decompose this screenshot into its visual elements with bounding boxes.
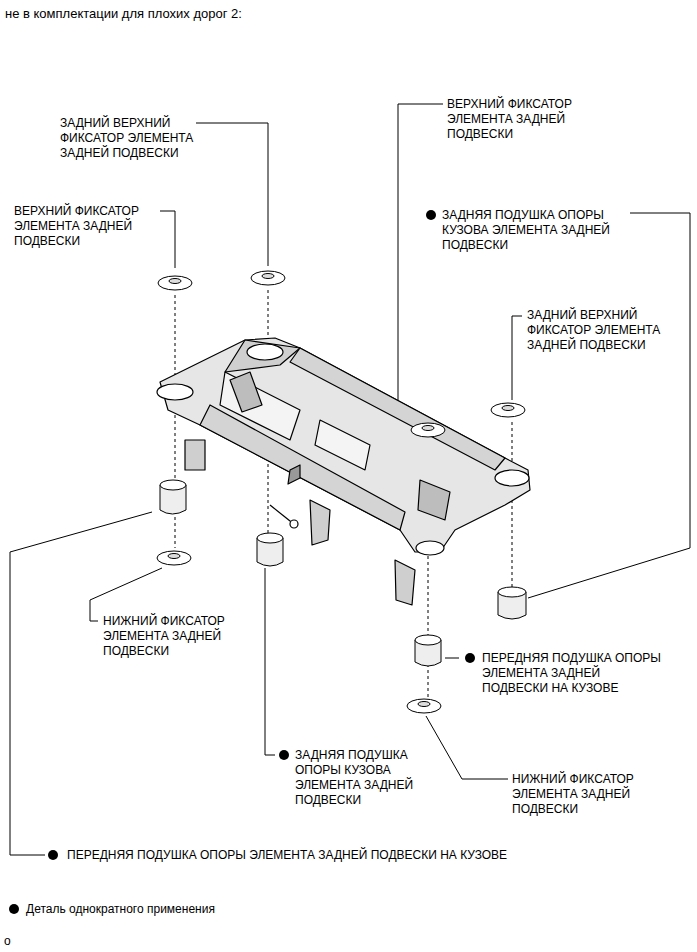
single-use-marks: [9, 210, 475, 914]
part-label: ВЕРХНИЙ ФИКСАТОР ЭЛЕМЕНТА ЗАДНЕЙ ПОДВЕСК…: [447, 97, 597, 142]
leader-lines: [10, 104, 690, 855]
part-label: ВЕРХНИЙ ФИКСАТОР ЭЛЕМЕНТА ЗАДНЕЙ ПОДВЕСК…: [14, 204, 159, 249]
legend-text: Деталь однократного применения: [26, 902, 326, 917]
part-label: НИЖНИЙ ФИКСАТОР ЭЛЕМЕНТА ЗАДНЕЙ ПОДВЕСКИ: [512, 772, 682, 817]
page-mark: o: [4, 934, 24, 949]
part-label: ЗАДНЯЯ ПОДУШКА ОПОРЫ КУЗОВА ЭЛЕМЕНТА ЗАД…: [295, 748, 445, 808]
part-label: ЗАДНЯЯ ПОДУШКА ОПОРЫ КУЗОВА ЭЛЕМЕНТА ЗАД…: [442, 208, 627, 253]
page-heading: не в комплектации для плохих дорог 2:: [5, 6, 250, 22]
subframe: [157, 338, 530, 605]
part-label: ЗАДНИЙ ВЕРХНИЙ ФИКСАТОР ЭЛЕМЕНТА ЗАДНЕЙ …: [60, 116, 195, 161]
part-label: ПЕРЕДНЯЯ ПОДУШКА ОПОРЫ ЭЛЕМЕНТА ЗАДНЕЙ П…: [67, 848, 517, 863]
washers: [157, 271, 525, 713]
part-label: ЗАДНИЙ ВЕРХНИЙ ФИКСАТОР ЭЛЕМЕНТА ЗАДНЕЙ …: [527, 308, 692, 353]
part-label: ПЕРЕДНЯЯ ПОДУШКА ОПОРЫ ЭЛЕМЕНТА ЗАДНЕЙ П…: [482, 651, 662, 696]
part-label: НИЖНИЙ ФИКСАТОР ЭЛЕМЕНТА ЗАДНЕЙ ПОДВЕСКИ: [103, 614, 248, 659]
